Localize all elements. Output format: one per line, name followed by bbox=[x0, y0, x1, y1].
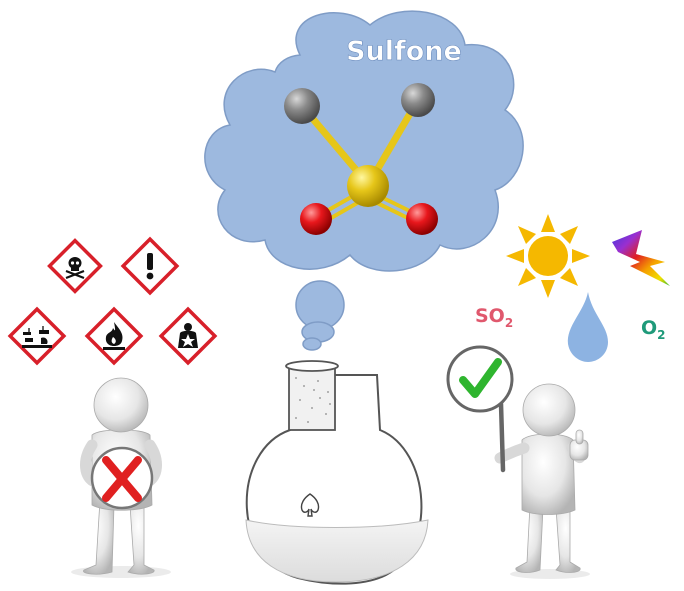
oxygen-atom-2 bbox=[406, 203, 438, 235]
health-hazard-icon bbox=[158, 306, 218, 366]
flame-icon bbox=[84, 306, 144, 366]
check-icon bbox=[459, 358, 502, 398]
thought-bubbles bbox=[295, 280, 345, 351]
thought-cloud bbox=[204, 10, 524, 272]
cloud-title: Sulfone bbox=[346, 36, 462, 67]
so2-subscript: 2 bbox=[505, 316, 513, 330]
so2-main: SO bbox=[475, 305, 505, 327]
sun-icon bbox=[506, 214, 590, 298]
carbon-atom-1 bbox=[284, 88, 320, 124]
so2-label: SO2 bbox=[475, 305, 513, 330]
thumbs-up-icon bbox=[569, 429, 589, 461]
sulfur-atom bbox=[347, 165, 389, 207]
lightning-icon bbox=[612, 230, 670, 286]
sulfone-molecule bbox=[284, 83, 438, 235]
reject-cross-sign bbox=[90, 446, 154, 510]
skull-crossbones-icon bbox=[47, 238, 103, 294]
carbon-atom-2 bbox=[401, 83, 435, 117]
stir-bar-icon bbox=[300, 493, 320, 517]
exclamation-mark-icon bbox=[120, 236, 180, 296]
water-drop-icon bbox=[567, 292, 608, 362]
o2-main: O bbox=[641, 317, 657, 339]
o2-subscript: 2 bbox=[657, 328, 665, 342]
oxygen-atom-1 bbox=[300, 203, 332, 235]
corrosion-icon bbox=[7, 306, 67, 366]
figure-right bbox=[494, 383, 590, 579]
o2-label: O2 bbox=[641, 317, 666, 342]
round-bottom-flask bbox=[245, 360, 429, 585]
hazard-pictograms bbox=[7, 236, 218, 366]
approve-check-sign bbox=[446, 345, 514, 473]
cross-icon bbox=[102, 456, 142, 502]
